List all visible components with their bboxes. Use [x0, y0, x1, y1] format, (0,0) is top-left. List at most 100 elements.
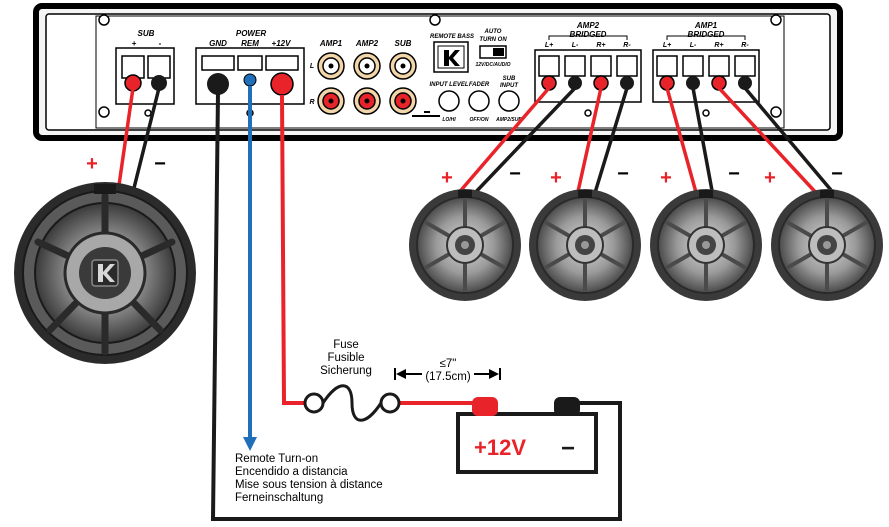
remote-label-en: Remote Turn-on: [235, 453, 318, 465]
spk4-minus-marker: −: [831, 163, 843, 185]
battery-icon: [456, 397, 598, 474]
amp1-terminal-r-plus: R+: [714, 42, 723, 49]
speaker2-negative-wire: [592, 86, 629, 198]
input-level-knob[interactable]: [438, 90, 460, 112]
remote-arrow-icon: [243, 437, 257, 451]
rca-jack-icon: [317, 52, 345, 80]
control-panel: REMOTE BASS AUTO TURN ON 12V/DC/AUDIO IN…: [412, 29, 522, 123]
amp2-terminal-l-plus: L+: [545, 42, 553, 49]
input-level-label: INPUT LEVEL: [429, 82, 468, 88]
power-label: POWER: [236, 29, 266, 38]
fuse-icon: [303, 384, 401, 422]
mount-hole-icon: [770, 14, 782, 26]
sub-positive-wire: [116, 86, 135, 194]
sub-minus-marker: −: [154, 153, 166, 175]
mount-hole-icon: [98, 14, 110, 26]
amp1-terminal-l-plus: L+: [663, 42, 671, 49]
mount-hole-icon: [98, 106, 110, 118]
sub-terminal-block: SUB + -: [115, 29, 175, 117]
speaker2-positive-wire: [575, 86, 603, 198]
sub-terminal-label: SUB: [138, 29, 155, 38]
rca-amp1-label: AMP1: [319, 39, 343, 48]
auto-turn-on-label-2: TURN ON: [479, 37, 507, 43]
rca-jack-icon: [389, 52, 417, 80]
speaker4-negative-wire: [743, 86, 838, 198]
polarity-markers: + − + − + − + − + −: [86, 153, 843, 189]
rca-jack-icon: [353, 87, 381, 115]
fuse-label-en: Fuse: [333, 339, 359, 351]
sub-input-knob[interactable]: [498, 90, 520, 112]
ground-wire: [210, 91, 622, 521]
amp2-terminal-l-minus: L-: [572, 42, 579, 49]
amp1-terminal-l-minus: L-: [690, 42, 697, 49]
fuse-label-es: Fusible: [327, 352, 364, 364]
auto-turn-on-mode: 12V/DC/AUDIO: [475, 62, 510, 68]
amp1-bridged-label: BRIDGED: [688, 30, 725, 39]
sub-minus-label: -: [159, 39, 162, 48]
rca-right-label: R: [309, 99, 314, 106]
input-level-range: LO/HI: [442, 117, 456, 123]
mount-hole-icon: [770, 106, 782, 118]
spk2-minus-marker: −: [617, 163, 629, 185]
spk2-plus-marker: +: [550, 167, 562, 189]
speaker3-positive-wire: [665, 86, 699, 198]
battery-negative-label: −: [561, 435, 575, 462]
speaker3-negative-wire: [691, 86, 715, 198]
amp2-label: AMP2: [576, 21, 600, 30]
speaker1-negative-wire: [470, 86, 577, 198]
spk1-minus-marker: −: [509, 163, 521, 185]
rca-jack-icon: [353, 52, 381, 80]
spk3-plus-marker: +: [660, 167, 672, 189]
fuse-label-de: Sicherung: [320, 365, 372, 377]
rca-sub-label: SUB: [395, 39, 412, 48]
speaker4-positive-wire: [717, 86, 821, 198]
spk1-plus-marker: +: [441, 167, 453, 189]
fader-knob[interactable]: [468, 90, 490, 112]
amp2-terminal-r-plus: R+: [596, 42, 605, 49]
remote-bass-label: REMOTE BASS: [430, 34, 474, 40]
amp1-terminal-r-minus: R-: [741, 42, 749, 49]
amp2-terminal-r-minus: R-: [623, 42, 631, 49]
gnd-label: GND: [209, 39, 227, 48]
auto-turn-on-label-1: AUTO: [484, 29, 502, 35]
speaker-icon: [409, 189, 521, 301]
amp2-terminal-block: AMP2 BRIDGED L+ L- R+ R-: [534, 21, 642, 117]
remote-label-fr: Mise sous tension à distance: [235, 479, 383, 491]
sub-negative-wire: [131, 86, 161, 194]
speaker-icon: [650, 189, 762, 301]
auto-turn-on-switch[interactable]: [479, 45, 507, 59]
fader-label: FADER: [469, 82, 490, 88]
rca-jack-icon: [389, 87, 417, 115]
spk3-minus-marker: −: [728, 163, 740, 185]
speaker-wires: [116, 86, 838, 198]
mount-hole-icon: [429, 14, 441, 26]
rca-amp2-label: AMP2: [355, 39, 379, 48]
sub-input-label-2: INPUT: [500, 83, 519, 89]
rem-label: REM: [241, 39, 259, 48]
speaker1-positive-wire: [454, 86, 551, 198]
kicker-logo-icon: [433, 41, 469, 73]
power-wire: [280, 94, 306, 405]
sub-plus-marker: +: [86, 153, 98, 175]
plus12v-label: +12V: [272, 39, 292, 48]
amp2-bridged-label: BRIDGED: [570, 30, 607, 39]
spk4-plus-marker: +: [764, 167, 776, 189]
remote-label-es: Encendido a distancia: [235, 466, 348, 478]
rca-inputs: AMP1 AMP2 SUB L R: [309, 39, 417, 115]
distance-metric: (17.5cm): [425, 371, 471, 383]
fader-state: OFF/ON: [470, 117, 489, 123]
rca-left-label: L: [310, 63, 314, 70]
sub-input-source: AMP2/SUB: [495, 117, 522, 123]
distance-max: ≤7": [440, 358, 457, 370]
amp1-label: AMP1: [694, 21, 718, 30]
distance-indicator: [394, 368, 501, 380]
speaker-icon: [771, 189, 883, 301]
speaker-icon: [529, 189, 641, 301]
amp1-terminal-block: AMP1 BRIDGED L+ L- R+ R-: [652, 21, 760, 117]
rca-jack-icon: [317, 87, 345, 115]
sub-input-label-1: SUB: [503, 76, 516, 82]
remote-label-de: Ferneinschaltung: [235, 492, 323, 504]
battery-positive-label: +12V: [474, 435, 526, 460]
sub-plus-label: +: [132, 39, 137, 48]
